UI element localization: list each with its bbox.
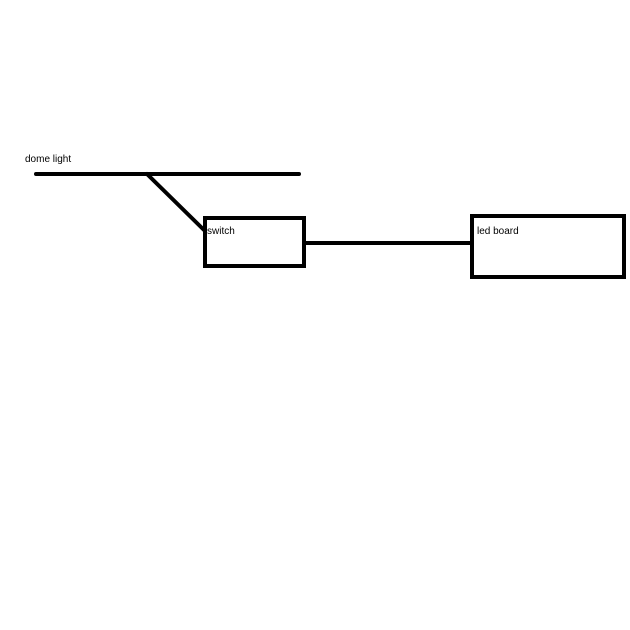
led-board-box xyxy=(470,214,626,279)
dome-to-switch-wire xyxy=(145,172,206,232)
switch-label: switch xyxy=(207,226,235,237)
led-board-label: led board xyxy=(477,226,519,237)
dome-light-label: dome light xyxy=(25,154,72,165)
switch-box xyxy=(203,216,306,268)
